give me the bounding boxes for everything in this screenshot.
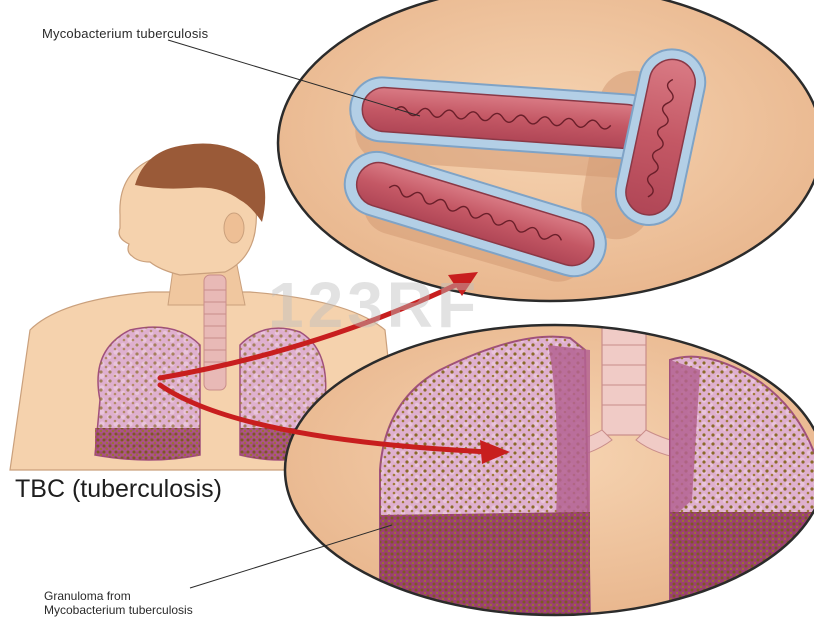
label-tbc-title: TBC (tuberculosis) xyxy=(15,475,222,504)
watermark: 123RF xyxy=(268,268,480,342)
bacteria-inset xyxy=(278,0,814,301)
label-granuloma-line2: Mycobacterium tuberculosis xyxy=(44,603,193,617)
label-mycobacterium: Mycobacterium tuberculosis xyxy=(42,26,208,41)
lungs-inset xyxy=(285,325,814,620)
label-granuloma-line1: Granuloma from xyxy=(44,589,131,603)
